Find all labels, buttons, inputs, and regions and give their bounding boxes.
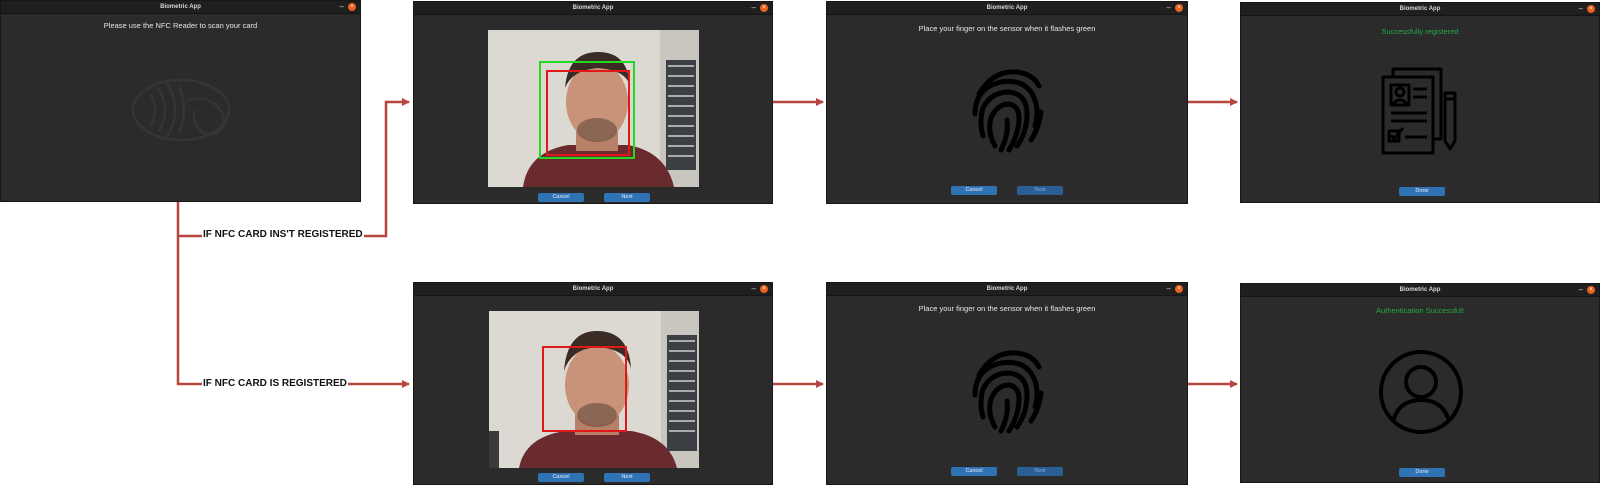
fingerprint-icon: [972, 350, 1044, 434]
flow-label-not-registered: IF NFC CARD INS'T REGISTERED: [202, 229, 364, 240]
titlebar: Biometric App – ×: [827, 283, 1187, 296]
close-icon[interactable]: ×: [760, 4, 768, 12]
fingerprint-instruction: Place your finger on the sensor when it …: [918, 304, 1096, 313]
window-nfc-scan: Biometric App – × Please use the NFC Rea…: [0, 0, 361, 202]
nfc-instruction: Please use the NFC Reader to scan your c…: [103, 21, 258, 30]
window-title: Biometric App: [986, 5, 1028, 11]
close-icon[interactable]: ×: [1175, 4, 1183, 12]
face-detection-box-outer: [539, 61, 635, 159]
window-title: Biometric App: [572, 5, 614, 11]
titlebar: Biometric App – ×: [827, 2, 1187, 15]
fingerprint-icon: [972, 69, 1044, 153]
window-face-capture-register: Biometric App – × Cancel Next: [413, 1, 773, 204]
camera-feed: [489, 311, 699, 468]
window-fingerprint-authenticate: Biometric App – × Place your finger on t…: [826, 282, 1188, 485]
face-detection-box-inner: [546, 70, 630, 156]
minimize-icon[interactable]: –: [339, 2, 344, 11]
window-title: Biometric App: [986, 286, 1028, 292]
minimize-icon[interactable]: –: [1578, 4, 1583, 13]
done-button[interactable]: Done: [1399, 468, 1445, 477]
success-message: Authentication Successful!: [1376, 306, 1464, 315]
nfc-contactless-icon: [131, 78, 231, 142]
minimize-icon[interactable]: –: [751, 284, 756, 293]
success-message: Successfully registered: [1381, 27, 1459, 36]
face-detection-box: [542, 346, 627, 432]
camera-feed: [488, 30, 699, 187]
titlebar: Biometric App – ×: [414, 2, 772, 15]
close-icon[interactable]: ×: [1587, 5, 1595, 13]
cancel-button[interactable]: Cancel: [951, 186, 997, 195]
window-title: Biometric App: [1399, 6, 1441, 12]
cancel-button[interactable]: Cancel: [538, 193, 584, 202]
next-button[interactable]: Next: [604, 193, 650, 202]
cancel-button[interactable]: Cancel: [538, 473, 584, 482]
close-icon[interactable]: ×: [348, 3, 356, 11]
next-button[interactable]: Next: [1017, 467, 1063, 476]
connector-nfc-to-face-bottom: [176, 236, 410, 388]
close-icon[interactable]: ×: [1175, 285, 1183, 293]
next-button[interactable]: Next: [1017, 186, 1063, 195]
minimize-icon[interactable]: –: [1578, 285, 1583, 294]
cancel-button[interactable]: Cancel: [951, 467, 997, 476]
window-registration-success: Biometric App – × Successfully registere…: [1240, 2, 1600, 203]
minimize-icon[interactable]: –: [751, 3, 756, 12]
camera-frame-image: [488, 30, 699, 187]
window-title: Biometric App: [160, 4, 201, 10]
window-title: Biometric App: [572, 286, 614, 292]
titlebar: Biometric App – ×: [1, 1, 360, 14]
camera-frame-image: [489, 311, 699, 468]
window-authentication-success: Biometric App – × Authentication Success…: [1240, 283, 1600, 483]
close-icon[interactable]: ×: [1587, 286, 1595, 294]
next-button[interactable]: Next: [604, 473, 650, 482]
done-button[interactable]: Done: [1399, 187, 1445, 196]
user-profile-icon: [1379, 350, 1463, 434]
fingerprint-instruction: Place your finger on the sensor when it …: [918, 24, 1096, 33]
connector-nfc-to-face-top: [176, 98, 410, 238]
minimize-icon[interactable]: –: [1166, 284, 1171, 293]
titlebar: Biometric App – ×: [414, 283, 772, 296]
window-title: Biometric App: [1399, 287, 1441, 293]
flow-label-registered: IF NFC CARD IS REGISTERED: [202, 378, 348, 389]
titlebar: Biometric App – ×: [1241, 284, 1599, 297]
registration-document-icon: [1381, 67, 1457, 155]
close-icon[interactable]: ×: [760, 285, 768, 293]
window-face-capture-authenticate: Biometric App – × Cancel Next: [413, 282, 773, 485]
minimize-icon[interactable]: –: [1166, 3, 1171, 12]
titlebar: Biometric App – ×: [1241, 3, 1599, 16]
window-fingerprint-register: Biometric App – × Place your finger on t…: [826, 1, 1188, 204]
